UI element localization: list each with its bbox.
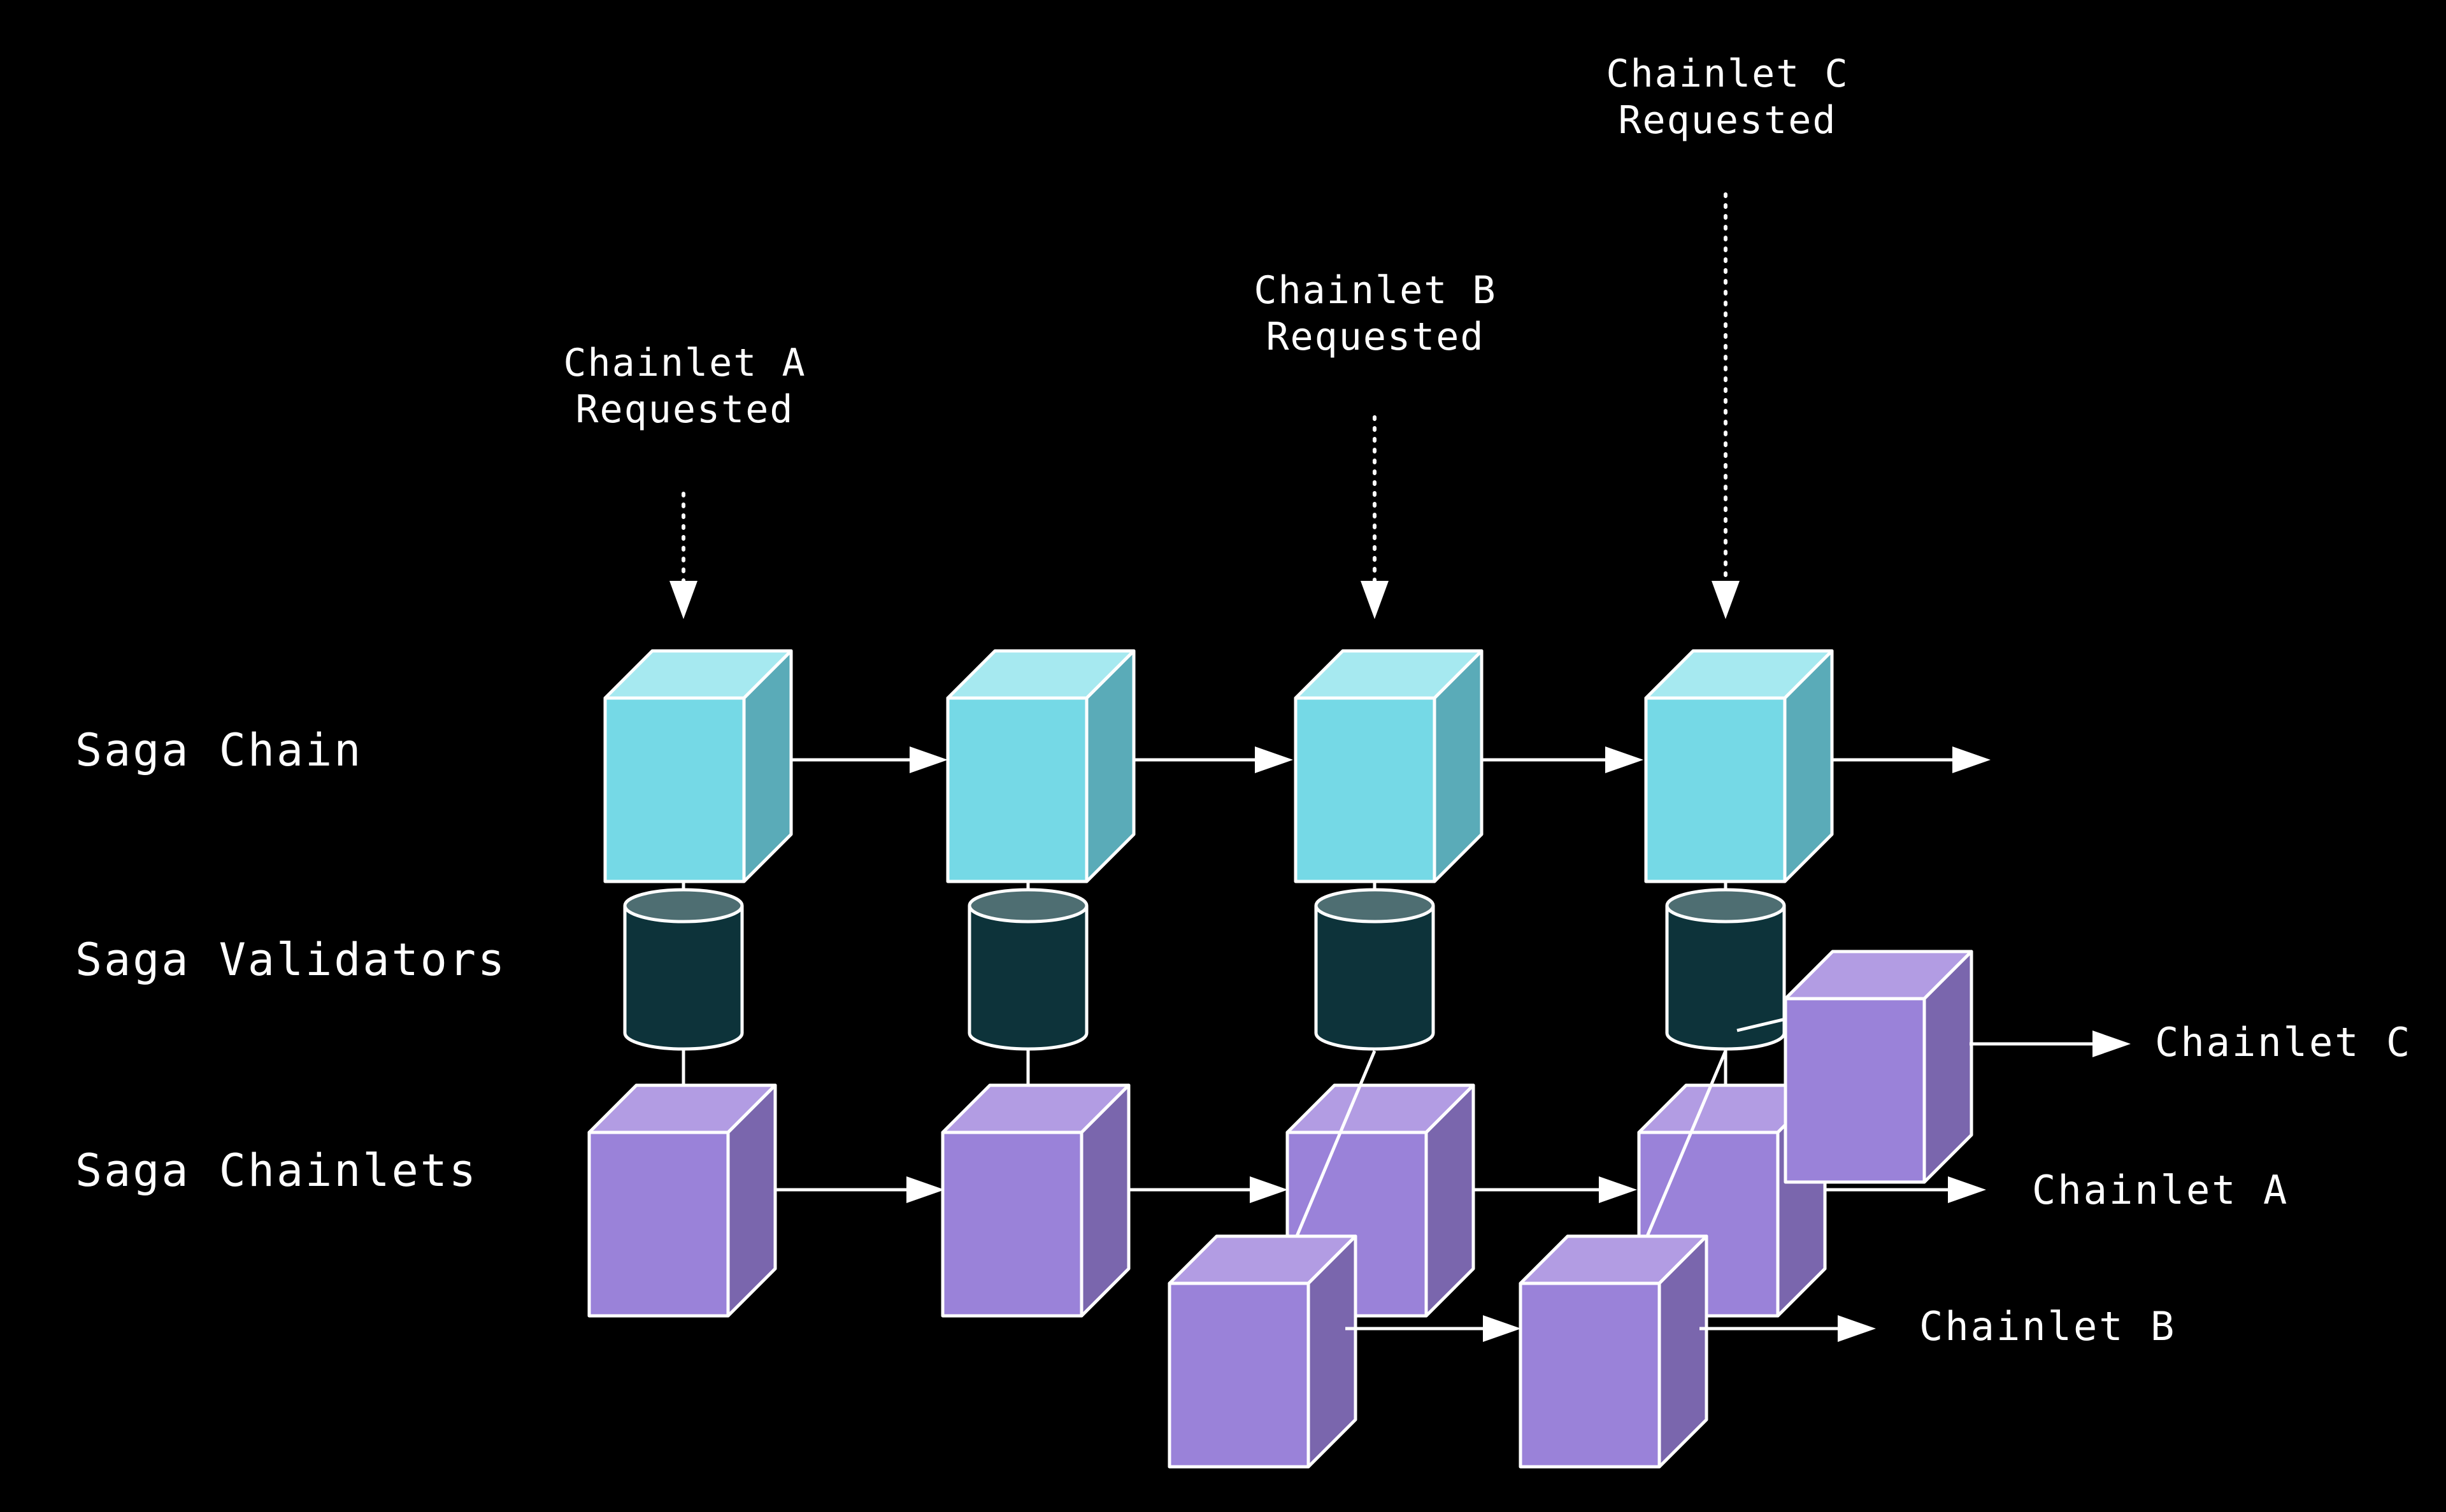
saga-validator-2-top — [968, 888, 1089, 924]
spawn-line-chainlet-b-1 — [1291, 1050, 1377, 1246]
request-arrow-c — [1712, 192, 1740, 619]
saga-chain-block-4 — [1644, 649, 1834, 883]
chainlet-a-arrow-4-head — [1948, 1176, 1986, 1203]
saga-validator-1-top — [623, 888, 744, 924]
chainlet-c-arrow-1-head — [2092, 1031, 2131, 1057]
spawn-line-chainlet-b-2 — [1641, 1050, 1727, 1246]
saga-validator-2-body — [968, 906, 1089, 1051]
saga-chain-block-1 — [603, 649, 793, 883]
saga-validator-3-top — [1314, 888, 1435, 924]
saga-chainlet-a-block-1-front — [587, 1130, 730, 1318]
chain-arrow-3 — [1460, 746, 1643, 773]
saga-chainlet-b-block-1-front — [1168, 1281, 1310, 1469]
output-label-chainlet-b: Chainlet B — [1919, 1303, 2176, 1350]
saga-chain-block-4-front — [1644, 696, 1787, 883]
chainlet-a-arrow-3 — [1455, 1176, 1637, 1203]
saga-chain-block-1-front — [603, 696, 746, 883]
chainlet-a-arrow-4 — [1803, 1176, 1986, 1203]
saga-validator-1 — [623, 888, 744, 1051]
chain-arrow-4 — [1809, 746, 1991, 773]
request-label-b-line1: Chainlet B — [1254, 268, 1496, 313]
saga-validator-4-top — [1665, 888, 1786, 924]
chainlet-a-arrow-2 — [1108, 1176, 1288, 1203]
request-arrow-a-head — [669, 581, 697, 619]
request-label-c-line2: Requested — [1618, 98, 1836, 143]
saga-chainlet-a-block-1 — [587, 1083, 777, 1318]
chainlet-b-arrow-1 — [1345, 1315, 1521, 1342]
chain-arrow-1 — [768, 746, 948, 773]
chain-arrow-1-head — [910, 746, 948, 773]
saga-chainlet-c-block-1-front — [1784, 997, 1926, 1184]
chainlet-a-arrow-1-head — [906, 1176, 945, 1203]
row-label-saga-chainlets: Saga Chainlets — [75, 1145, 478, 1197]
output-label-chainlet-c: Chainlet C — [2155, 1019, 2412, 1066]
saga-chainlet-b-block-2 — [1519, 1234, 1708, 1469]
saga-chain-block-2 — [946, 649, 1136, 883]
chain-arrow-3-head — [1605, 746, 1643, 773]
chainlet-a-arrow-2-head — [1250, 1176, 1288, 1203]
saga-chainlet-c-block-1 — [1784, 950, 1973, 1184]
chainlet-b-arrow-1-head — [1483, 1315, 1521, 1342]
saga-chain-block-3 — [1294, 649, 1484, 883]
spawn-line-chainlet-c — [1736, 1017, 1786, 1032]
request-label-a-line2: Requested — [575, 387, 794, 432]
saga-validator-3 — [1314, 888, 1435, 1051]
request-arrow-a — [669, 492, 697, 619]
output-label-chainlet-a: Chainlet A — [2032, 1167, 2289, 1213]
chain-arrow-2-head — [1255, 746, 1293, 773]
request-arrow-b — [1361, 415, 1389, 619]
saga-validator-1-body — [623, 906, 744, 1051]
request-label-b-line2: Requested — [1266, 315, 1484, 359]
saga-validator-2 — [968, 888, 1089, 1051]
diagram-shapes — [587, 192, 2131, 1469]
saga-validator-4 — [1665, 888, 1786, 1051]
saga-validator-3-body — [1314, 906, 1435, 1051]
saga-chainlet-a-block-2 — [941, 1083, 1131, 1318]
chainlet-b-arrow-2-head — [1838, 1315, 1876, 1342]
saga-validator-4-body — [1665, 906, 1786, 1051]
row-label-saga-chain: Saga Chain — [75, 724, 362, 776]
chainlet-b-arrow-2 — [1699, 1315, 1876, 1342]
chainlet-c-arrow-1 — [1970, 1031, 2131, 1057]
saga-chainlet-b-block-1 — [1168, 1234, 1357, 1469]
chainlet-a-arrow-1 — [771, 1176, 945, 1203]
chain-arrow-2 — [1112, 746, 1293, 773]
request-arrow-c-head — [1712, 581, 1740, 619]
saga-chainlet-a-block-2-front — [941, 1130, 1084, 1318]
row-label-saga-validators: Saga Validators — [75, 934, 506, 986]
saga-chainlet-b-block-2-front — [1519, 1281, 1661, 1469]
saga-chain-block-3-front — [1294, 696, 1436, 883]
request-arrow-b-head — [1361, 581, 1389, 619]
chainlet-a-arrow-3-head — [1599, 1176, 1637, 1203]
saga-chain-block-2-front — [946, 696, 1089, 883]
chain-arrow-4-head — [1952, 746, 1991, 773]
request-label-a-line1: Chainlet A — [563, 341, 806, 385]
request-label-c-line1: Chainlet C — [1606, 52, 1849, 96]
